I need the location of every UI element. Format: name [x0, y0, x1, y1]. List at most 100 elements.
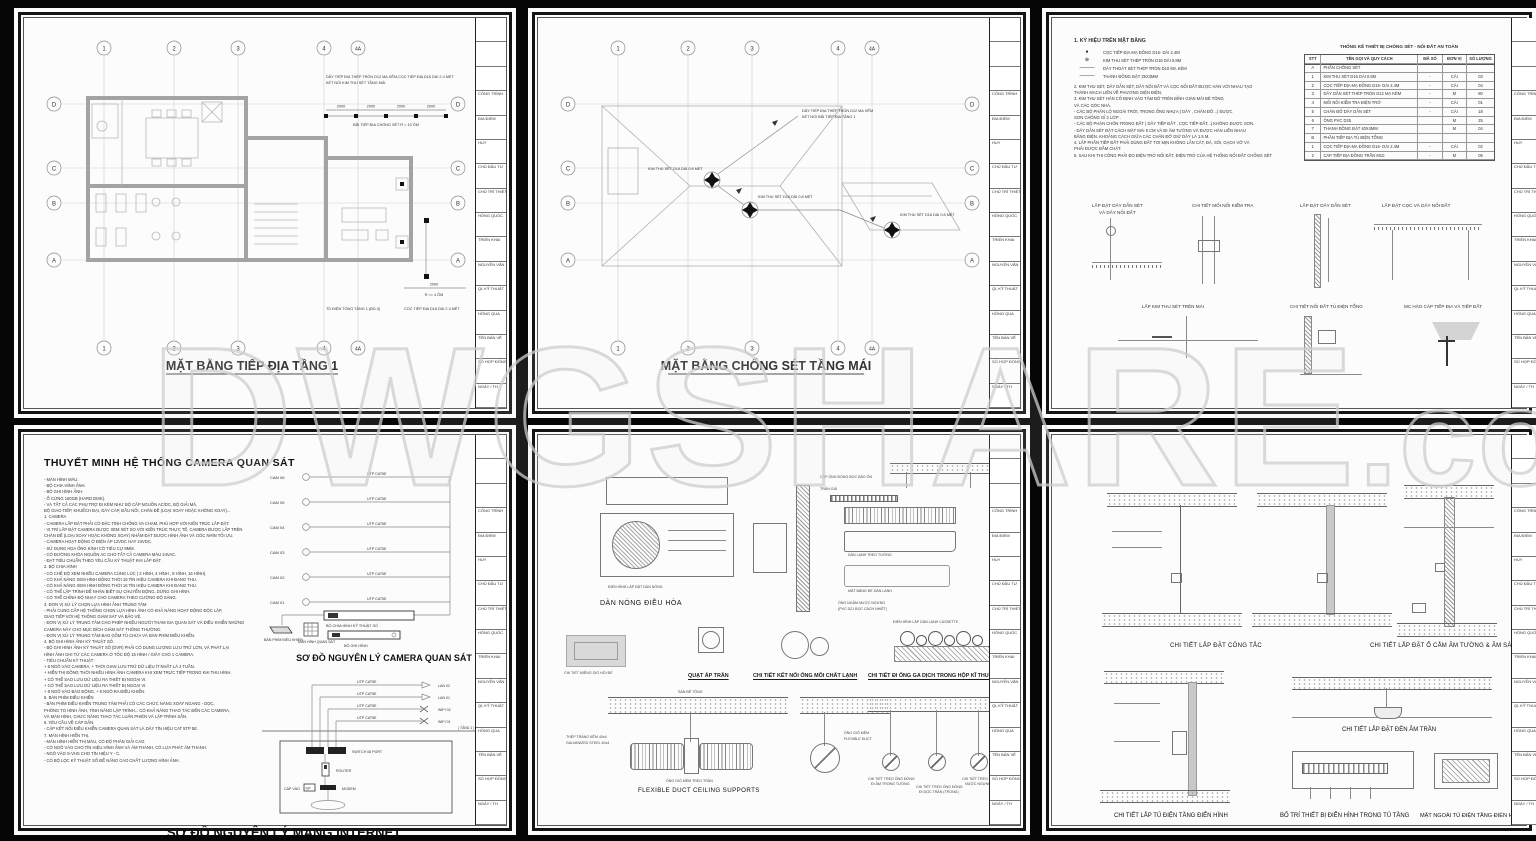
svg-text:CAM 04: CAM 04 — [270, 525, 285, 530]
svg-text:R <= 4 ÔM: R <= 4 ÔM — [425, 292, 444, 297]
db-front-box — [1434, 753, 1498, 789]
svg-text:LAN 02: LAN 02 — [438, 684, 450, 688]
floor-plan-walls — [86, 96, 413, 262]
leader — [1114, 703, 1160, 704]
concrete-slab — [800, 697, 890, 714]
svg-text:4: 4 — [836, 347, 840, 353]
insulated-pipe — [830, 495, 898, 502]
sheet-hvac-details: ĐIỂN HÌNH LẮP ĐẶT DÀN NÓNG DÀN NÓNG ĐIỀU… — [528, 425, 1030, 835]
drain-label2: (PVC D21 BỌC CÁCH NHIỆT) — [838, 607, 888, 611]
svg-text:3: 3 — [750, 347, 754, 353]
svg-text:KẾT NỐI KIM THU SÉT TẦNG MÁI: KẾT NỐI KIM THU SÉT TẦNG MÁI — [326, 80, 385, 85]
svg-text:WIFI 01: WIFI 01 — [438, 720, 451, 724]
pipe-section — [970, 753, 988, 771]
gas-pipe — [972, 635, 983, 646]
floor-slab — [1102, 613, 1242, 627]
copper-bar-symbol: ——— — [1079, 73, 1095, 79]
db-front-hatch — [1442, 759, 1490, 783]
svg-text:KẾT NỐI BÃI TIẾP ĐỊA TẦNG 1: KẾT NỐI BÃI TIẾP ĐỊA TẦNG 1 — [802, 114, 856, 119]
detail6-caption: CHI TIẾT NỐI ĐẤT TỦ ĐIỆN TỔNG — [1290, 304, 1363, 309]
shaft-base — [894, 646, 992, 662]
svg-text:DÂY TIẾP ĐỊA THÉP TRÒN D12 MẠ: DÂY TIẾP ĐỊA THÉP TRÒN D12 MẠ KẼM, — [326, 74, 398, 79]
fan-circle — [702, 631, 720, 649]
refrigerant-pipe-big — [781, 631, 809, 659]
indoor-bracket — [844, 565, 950, 587]
weld-mark — [1152, 336, 1172, 338]
ground-line — [1374, 224, 1482, 225]
sheet-lightning-details: 1. KÝ HIỆU TRÊN MẶT BẰNG ●CỌC TIẾP ĐỊA M… — [1042, 8, 1536, 418]
svg-text:KIM THU SÉT D16 DÀI 0.8 MÉT: KIM THU SÉT D16 DÀI 0.8 MÉT — [900, 212, 955, 217]
gas-pipe — [928, 631, 943, 646]
svg-text:4A: 4A — [869, 347, 876, 353]
rod-doodle — [1214, 216, 1215, 284]
wall-section — [796, 485, 810, 612]
svg-text:2: 2 — [686, 347, 690, 353]
sheet-lightning-roof-plan: 1 2 3 4 4A 1 2 3 4 4A D C B A D C B A — [528, 8, 1030, 418]
switch-caption: CHI TIẾT LẮP ĐẶT CÔNG TẮC — [1170, 643, 1262, 649]
svg-text:3: 3 — [750, 47, 754, 53]
svg-text:LAN 01: LAN 01 — [438, 696, 450, 700]
svg-text:CAM 05: CAM 05 — [270, 500, 285, 505]
hanger-rod — [936, 710, 937, 756]
slab — [1257, 493, 1387, 507]
svg-text:D: D — [456, 103, 461, 109]
ceiling-fan — [698, 627, 724, 653]
svg-text:D: D — [970, 103, 975, 109]
svg-text:CỌC TIẾP ĐỊA D16 DÀI 2.4 MÉT: CỌC TIẾP ĐỊA D16 DÀI 2.4 MÉT — [398, 74, 454, 79]
conductor-doodle — [1110, 218, 1111, 280]
floor-line — [1300, 374, 1362, 375]
svg-text:TỦ ĐIỆN TỔNG TẦNG 1 (ĐD.3): TỦ ĐIỆN TỔNG TẦNG 1 (ĐD.3) — [326, 306, 381, 311]
svg-text:2000: 2000 — [397, 105, 405, 109]
svg-text:2: 2 — [172, 347, 176, 353]
svg-text:A: A — [970, 259, 974, 265]
detail3-caption: LẮP ĐẶT DÂY DẪN SÉT — [1300, 203, 1351, 208]
svg-text:BÀN PHÍM ĐIỀU KHIỂN: BÀN PHÍM ĐIỀU KHIỂN — [264, 637, 303, 642]
svg-text:C: C — [456, 167, 461, 173]
svg-text:B: B — [566, 202, 570, 208]
svg-text:UTP CAT5E: UTP CAT5E — [357, 680, 377, 684]
fan-caption: QUẠT ÁP TRẦN — [688, 673, 729, 679]
grounding-field: DÂY TIẾP ĐỊA THÉP TRÒN D12 MẠ KẼM, KẾT N… — [324, 74, 454, 127]
grounding-plan-drawing: 1 2 3 4 4A 1 2 3 4 4A D C B A D C B A — [46, 40, 466, 375]
detail4-caption: LẮP ĐẶT CỌC VÀ DÂY NỐI ĐẤT — [1382, 203, 1451, 208]
wall-bar — [1188, 682, 1197, 796]
svg-text:MÀN HÌNH QUAN SÁT: MÀN HÌNH QUAN SÁT — [298, 640, 336, 644]
down-conductor-symbol: ——— — [1079, 65, 1095, 71]
outdoor-unit-front — [600, 513, 734, 577]
hanger-rod — [890, 710, 891, 756]
pipe-section — [928, 753, 946, 771]
ceiling-label: TRẦN GIẢ — [820, 487, 837, 491]
svg-text:A: A — [456, 259, 460, 265]
general-notes: 2. KIM THU SÉT, DÂY DẪN SÉT, DÂY NỐI ĐẤT… — [1074, 84, 1272, 158]
svg-text:4: 4 — [322, 47, 326, 53]
duct-clamp — [684, 738, 699, 774]
axis-bubbles: 1 2 3 4 4A 1 2 3 4 4A D C B A D C B A — [46, 40, 466, 356]
svg-text:2: 2 — [172, 47, 176, 53]
svg-text:KIM THU SÉT D16 DÀI 0.8 MÉT: KIM THU SÉT D16 DÀI 0.8 MÉT — [758, 194, 813, 199]
lightning-rod-symbols — [703, 115, 901, 239]
indoor-wall-unit — [844, 531, 956, 552]
svg-text:4A: 4A — [869, 47, 876, 53]
wall-hatch-bar — [1444, 497, 1455, 627]
sheet2-title: MẶT BẰNG CHỐNG SÉT TẦNG MÁI — [661, 358, 871, 373]
svg-text:UTP CAT5E: UTP CAT5E — [367, 522, 387, 526]
svg-text:CAM 01: CAM 01 — [270, 600, 285, 605]
camera-diagram-caption: SƠ ĐỒ NGUYÊN LÝ CAMERA QUAN SÁT — [296, 653, 472, 663]
hanger3-caption: CHI TIẾT TREO ỐNG — [962, 777, 997, 781]
pipe-section — [882, 753, 900, 771]
drain-label1: ỐNG NGẦM NƯỚC NGƯNG — [838, 601, 886, 605]
grille-line — [668, 530, 726, 531]
svg-text:CAM 02: CAM 02 — [270, 575, 285, 580]
svg-text:4: 4 — [322, 347, 326, 353]
svg-text:4A: 4A — [355, 347, 362, 353]
air-terminal-symbol: ⊕ — [1084, 57, 1090, 63]
rod-doodle — [1392, 230, 1393, 280]
trench-doodle — [1432, 322, 1480, 358]
concrete-slab — [868, 697, 993, 712]
switch-box — [1317, 573, 1328, 583]
svg-text:KIM THU SÉT D16 DÀI 0.8 MÉT: KIM THU SÉT D16 DÀI 0.8 MÉT — [648, 166, 703, 171]
